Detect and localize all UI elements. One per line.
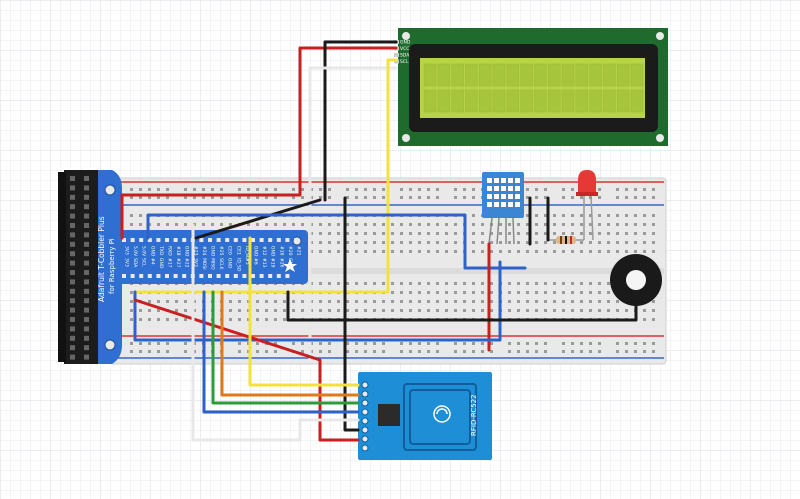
wire-red-lcd-vcc xyxy=(120,46,398,240)
cobbler-pin-label: GND xyxy=(287,258,293,269)
cobbler-pin-label: #4 xyxy=(149,258,155,265)
t-cobbler-board: Adafruit T-Cobbler Plus for Raspberry Pi… xyxy=(97,170,308,364)
cobbler-pin-label: #27 xyxy=(175,258,181,268)
cobbler-pin-label: GND xyxy=(227,258,233,269)
rfid-pins xyxy=(361,381,369,452)
cobbler-pin-label: GND xyxy=(210,246,216,257)
wire-black-diagonal xyxy=(194,198,322,240)
wire-blue-top xyxy=(146,213,527,270)
cobbler-pin-label: #22 xyxy=(184,258,190,268)
pi-header-pins xyxy=(70,176,89,360)
cobbler-pin-label: SCLK xyxy=(218,258,224,271)
cobbler-pin-label: SCL xyxy=(141,258,147,267)
wire-orange-rfid xyxy=(220,290,360,397)
cobbler-pin-label: TXD xyxy=(158,245,164,256)
cobbler-subtitle: for Raspberry Pi xyxy=(108,238,116,294)
wire-black-buzzer xyxy=(286,290,638,322)
wire-blue-rfid xyxy=(202,290,360,414)
cobbler-pin-label: #17 xyxy=(167,258,173,268)
cobbler-pin-label: 3V3 xyxy=(192,258,198,267)
cobbler-pin-label: #23 xyxy=(192,246,198,256)
wire-white-lcd-scl xyxy=(308,66,398,362)
pi-gpio-header xyxy=(58,170,98,364)
cobbler-pin-label: CE0 xyxy=(227,246,233,255)
cobbler-pin-label: GND xyxy=(253,246,259,257)
cobbler-pin-label: #21 xyxy=(296,246,302,256)
wire-yellow-lcd-sda xyxy=(133,58,398,294)
cobbler-pin-label: 5.0V xyxy=(132,246,138,257)
cobbler-pin-label: MOSI xyxy=(201,258,207,270)
wire-green-rfid xyxy=(211,290,360,405)
resistor-icon xyxy=(548,236,584,244)
cobbler-pin-label: ID_SC xyxy=(244,246,250,259)
cobbler-pin-label: #6 xyxy=(253,258,259,265)
red-led-icon xyxy=(576,170,598,241)
wire-red-rfid xyxy=(133,298,360,442)
cobbler-pin-label: MISO xyxy=(210,258,216,270)
wire-black-lcd-gnd xyxy=(323,40,398,202)
cobbler-title: Adafruit T-Cobbler Plus xyxy=(97,216,106,302)
dht11-sensor-icon xyxy=(482,172,524,245)
rfid-rc522-module: RFID-RC522 xyxy=(358,372,492,460)
lcd-pin-label: SDA xyxy=(400,53,410,59)
cobbler-pin-label: RXD xyxy=(167,246,173,256)
lcd-pin-label: VCC xyxy=(400,46,409,52)
cobbler-pin-label: #24 xyxy=(201,246,207,256)
cobbler-pin-label: #20 xyxy=(287,246,293,256)
lcd-character-cells xyxy=(423,63,644,113)
buzzer-icon xyxy=(610,254,662,306)
cobbler-pin-label: #18 xyxy=(175,246,181,256)
cobbler-pin-label: GND xyxy=(270,246,276,257)
cobbler-pin-label: 3V3 xyxy=(124,258,130,267)
wire-black-rfid xyxy=(343,196,360,432)
cobbler-pin-label: SDA xyxy=(132,258,138,268)
cobbler-pin-label: #26 xyxy=(278,258,284,268)
cobbler-pin-label: 5.0V xyxy=(141,246,147,257)
wire-yellow-rfid xyxy=(248,236,360,387)
lcd-pin-label: SCL xyxy=(400,59,409,65)
wire-blue-bottom xyxy=(133,260,502,342)
cobbler-pin-label: #12 xyxy=(261,246,267,256)
cobbler-pin-label: GND xyxy=(184,246,190,257)
cobbler-pin-label: #19 xyxy=(270,258,276,268)
cobbler-pin-label: GND xyxy=(149,246,155,257)
cobbler-logo-icon xyxy=(283,259,297,272)
cobbler-pin-label: ID_SD xyxy=(235,258,241,272)
cobbler-pin-label: #16 xyxy=(278,246,284,256)
cobbler-pin-label: #13 xyxy=(261,258,267,268)
cobbler-pin-label: 3V3 xyxy=(124,246,130,255)
cobbler-pin-label: #5 xyxy=(244,258,250,265)
lcd-pin-label: GND xyxy=(400,40,411,46)
rfid-label: RFID-RC522 xyxy=(470,394,478,436)
cobbler-pin-label: #25 xyxy=(218,246,224,256)
cobbler-pin-label: GND xyxy=(158,258,164,269)
wires xyxy=(120,40,638,442)
cobbler-pin-label: CE1 xyxy=(235,246,241,255)
wire-white-rfid xyxy=(191,223,360,442)
